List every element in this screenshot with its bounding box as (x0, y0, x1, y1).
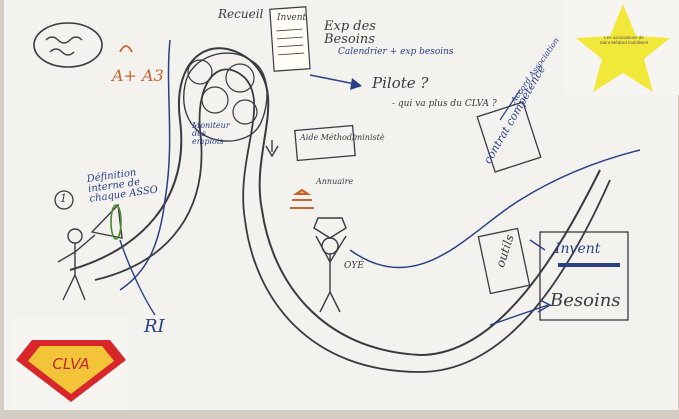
road-outer-line (69, 47, 601, 357)
label-qui-clva: - qui va plus du CLVA ? (392, 99, 497, 109)
road-inner-line (94, 68, 611, 373)
invent-besoins-box (539, 231, 629, 321)
contrat-box (476, 101, 542, 173)
label-invent: Invent (555, 241, 601, 257)
label-recueil: Recueil (218, 7, 264, 21)
label-calendrier: Calendrier + exp besoins (338, 47, 454, 57)
clva-logo-text: CLVA (52, 355, 90, 373)
circled-one (54, 190, 74, 210)
label-number-one: 1 (60, 192, 67, 205)
ideas-cloud (183, 52, 268, 142)
road-upper-lane (349, 149, 641, 269)
label-formula: A+ A3 (112, 66, 164, 85)
megaphone-mouth (110, 204, 122, 240)
label-exp-besoins: Exp des Besoins (324, 19, 376, 47)
label-ri: RI (144, 316, 165, 337)
label-moniteur: Moniteur des emplois (192, 121, 230, 146)
label-pilote: Pilote ? (372, 74, 429, 92)
label-aide: Aide Méthod/ministè (300, 133, 385, 142)
speaker-figure (57, 203, 123, 301)
thought-cloud (33, 22, 103, 68)
town-crier-figure (313, 217, 347, 313)
outils-box (477, 227, 531, 295)
star-text: Les associations de Saint-Médard mobilis… (599, 35, 649, 45)
label-sticky-invent: Invent (277, 13, 307, 23)
label-besoins: Besoins (550, 290, 621, 311)
pyramid-icon (290, 188, 314, 209)
aide-box (294, 124, 356, 162)
sticky-note (269, 6, 311, 72)
orange-sketch (119, 45, 133, 53)
label-annuaire: Annuaire (316, 177, 354, 186)
road-blue-line (119, 39, 171, 291)
cloud-squiggle (45, 36, 83, 44)
label-oye: OYÉ (344, 261, 364, 271)
yellow-star (576, 4, 670, 92)
